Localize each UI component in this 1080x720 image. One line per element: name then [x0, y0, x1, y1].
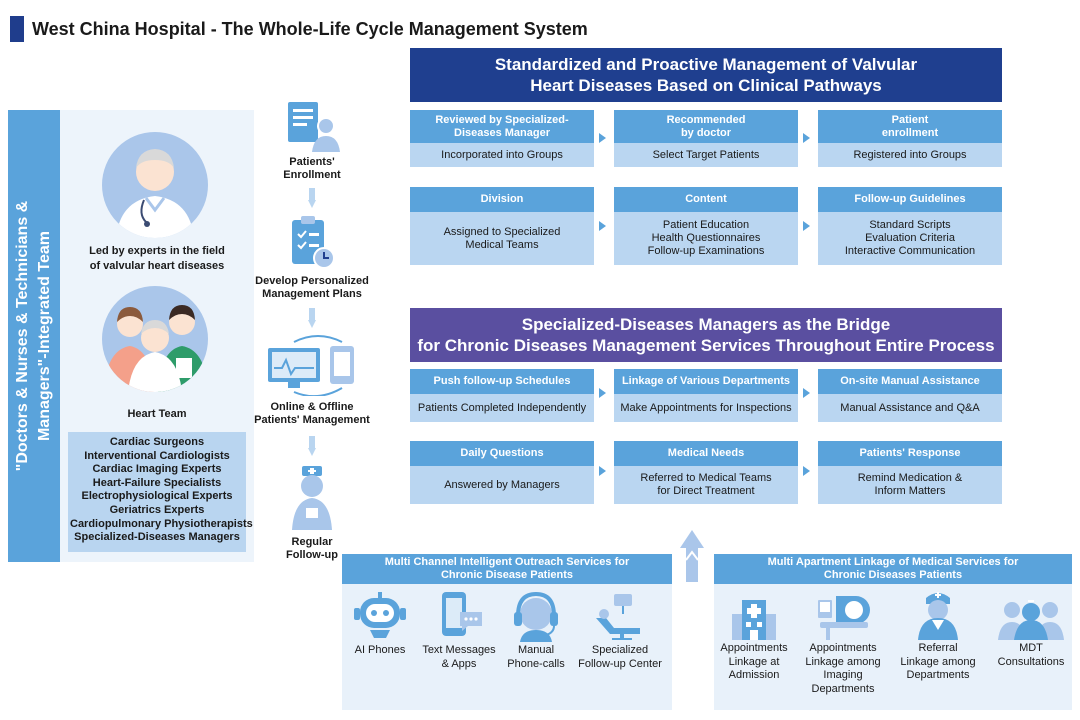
hospital-building-icon	[730, 592, 778, 640]
section-header-clinical-pathways: Standardized and Proactive Management of…	[410, 48, 1002, 102]
team-member: Cardiac Surgeons	[109, 436, 205, 448]
card-head: Reviewed by Specialized-Diseases Manager	[410, 110, 594, 143]
card: Reviewed by Specialized-Diseases Manager…	[410, 110, 594, 167]
arrow-right-icon	[803, 221, 810, 231]
clipboard-clock-icon	[288, 214, 336, 270]
patient-document-icon	[284, 100, 340, 152]
section-header-managers-bridge: Specialized-Diseases Managers as the Bri…	[410, 308, 1002, 362]
outreach-services-header: Multi Channel Intelligent Outreach Servi…	[342, 554, 672, 584]
team-member: Cardiopulmonary Physiotherapists	[70, 517, 253, 530]
arrow-right-icon	[803, 133, 810, 143]
arrow-up-icon	[680, 530, 704, 582]
expert-doctor-icon	[102, 132, 208, 238]
headset-icon	[510, 588, 562, 642]
card-head: Division	[410, 187, 594, 212]
card-head: Content	[614, 187, 798, 212]
smartphone-chat-icon	[436, 590, 484, 640]
card-head: Linkage of Various Departments	[614, 369, 798, 394]
card-head: Push follow-up Schedules	[410, 369, 594, 394]
title-accent-bar	[10, 16, 24, 42]
team-member-list: Cardiac Surgeons Interventional Cardiolo…	[68, 432, 253, 552]
card: Daily Questions Answered by Managers	[410, 441, 594, 504]
card-body: Make Appointments for Inspections	[614, 394, 798, 422]
card: On-site Manual Assistance Manual Assista…	[818, 369, 1002, 422]
card-body: Patients Completed Independently	[410, 394, 594, 422]
channel-label: Text Messages& Apps	[422, 644, 496, 670]
arrow-right-icon	[803, 466, 810, 476]
team-member: Electrophysiological Experts	[81, 490, 233, 503]
heart-team-icon	[102, 286, 208, 392]
team-member: Cardiac Imaging Experts	[92, 463, 222, 476]
card: Patients' Response Remind Medication &In…	[818, 441, 1002, 504]
medical-team-icon	[998, 596, 1064, 640]
team-member: Heart-Failure Specialists	[92, 476, 222, 489]
card-head: Daily Questions	[410, 441, 594, 466]
card-head: On-site Manual Assistance	[818, 369, 1002, 394]
integrated-team-label: "Doctors & Nurses & Technicians &Manager…	[14, 200, 53, 472]
card-body: Registered into Groups	[818, 143, 1002, 167]
page-title: West China Hospital - The Whole-Life Cyc…	[32, 19, 588, 39]
department-linkage-header: Multi Apartment Linkage of Medical Servi…	[714, 554, 1072, 584]
flow-arrow-icon	[308, 188, 316, 208]
card-head: Patients' Response	[818, 441, 1002, 466]
card-body: Answered by Managers	[410, 466, 594, 504]
arrow-right-icon	[599, 388, 606, 398]
arrow-right-icon	[599, 466, 606, 476]
team-member: Interventional Cardiologists	[84, 449, 230, 462]
integrated-team-band	[8, 110, 60, 562]
flow-arrow-icon	[308, 436, 316, 456]
monitor-sync-icon	[264, 334, 360, 398]
doctor-icon	[916, 590, 960, 640]
team-member: Geriatrics Experts	[109, 503, 205, 516]
arrow-right-icon	[599, 133, 606, 143]
card: Linkage of Various Departments Make Appo…	[614, 369, 798, 422]
card: Push follow-up Schedules Patients Comple…	[410, 369, 594, 422]
card-body: Incorporated into Groups	[410, 143, 594, 167]
flow-step-label: Patients'Enrollment	[283, 156, 341, 181]
channel-label: AI Phones	[354, 644, 406, 656]
team-member: Specialized-Diseases Managers	[74, 531, 240, 544]
team-caption: Heart Team	[127, 408, 187, 420]
card-head: Follow-up Guidelines	[818, 187, 1002, 212]
card-body: Remind Medication &Inform Matters	[818, 466, 1002, 504]
mri-scanner-icon	[816, 592, 872, 640]
card-body: Manual Assistance and Q&A	[818, 394, 1002, 422]
robot-icon	[352, 590, 408, 640]
nurse-icon	[290, 464, 334, 530]
card-body: Select Target Patients	[614, 143, 798, 167]
arrow-right-icon	[599, 221, 606, 231]
card-head: Medical Needs	[614, 441, 798, 466]
flow-arrow-icon	[308, 308, 316, 328]
dental-chair-icon	[592, 592, 648, 640]
expert-caption: Led by experts in the field of valvular …	[89, 245, 225, 272]
arrow-right-icon	[803, 388, 810, 398]
